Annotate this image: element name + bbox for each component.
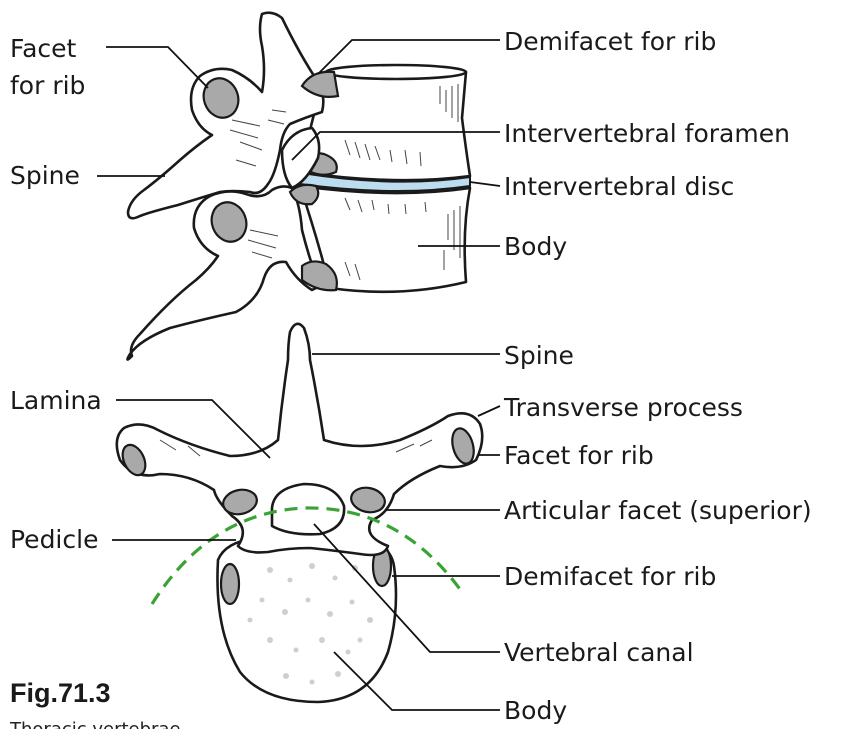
label-facet-line1: Facet bbox=[10, 34, 77, 63]
label-demifacet-lateral: Demifacet for rib bbox=[504, 27, 716, 56]
label-intervertebral-foramen: Intervertebral foramen bbox=[504, 119, 790, 148]
lower-facet-for-rib bbox=[210, 201, 248, 243]
label-vertebral-canal: Vertebral canal bbox=[504, 638, 694, 667]
superior-neural-arch bbox=[115, 322, 484, 557]
label-intervertebral-disc: Intervertebral disc bbox=[504, 172, 734, 201]
transverse-facet-right bbox=[451, 427, 475, 465]
label-articular-facet: Articular facet (superior) bbox=[504, 496, 812, 525]
figure-number: Fig.71.3 bbox=[10, 678, 111, 708]
upper-facet-for-rib bbox=[202, 77, 240, 119]
label-pedicle: Pedicle bbox=[10, 525, 98, 554]
articular-facet-left bbox=[222, 488, 258, 516]
upper-body-rim bbox=[324, 63, 468, 81]
articular-facet-right bbox=[350, 486, 386, 514]
labels: Facet for rib Spine Demifacet for rib In… bbox=[9, 27, 812, 729]
label-body-superior: Body bbox=[504, 696, 567, 725]
label-body-lateral: Body bbox=[504, 232, 567, 261]
label-transverse-process: Transverse process bbox=[503, 393, 743, 422]
lower-superior-demifacet bbox=[288, 183, 320, 206]
trabecular-texture bbox=[247, 563, 373, 685]
label-facet-for-rib-lateral: Facet for rib bbox=[10, 34, 85, 100]
transverse-facet-left bbox=[121, 443, 147, 477]
label-demifacet-superior: Demifacet for rib bbox=[504, 562, 716, 591]
leader-lines bbox=[97, 39, 501, 711]
lower-neural-arch bbox=[126, 185, 322, 361]
lower-demifacet bbox=[300, 260, 338, 292]
superior-view bbox=[115, 322, 484, 704]
intervertebral-disc bbox=[298, 171, 471, 193]
label-facet-for-rib-superior: Facet for rib bbox=[504, 441, 654, 470]
lateral-view bbox=[126, 11, 472, 361]
label-spine-lateral: Spine bbox=[10, 161, 80, 190]
label-facet-line2: for rib bbox=[10, 71, 85, 100]
figure-caption: Thoracic vertebrae bbox=[9, 719, 181, 729]
label-lamina: Lamina bbox=[10, 386, 102, 415]
label-spine-superior: Spine bbox=[504, 341, 574, 370]
body-demifacet-left bbox=[219, 562, 241, 606]
body-hatching bbox=[344, 84, 461, 281]
upper-demifacet bbox=[300, 70, 340, 98]
